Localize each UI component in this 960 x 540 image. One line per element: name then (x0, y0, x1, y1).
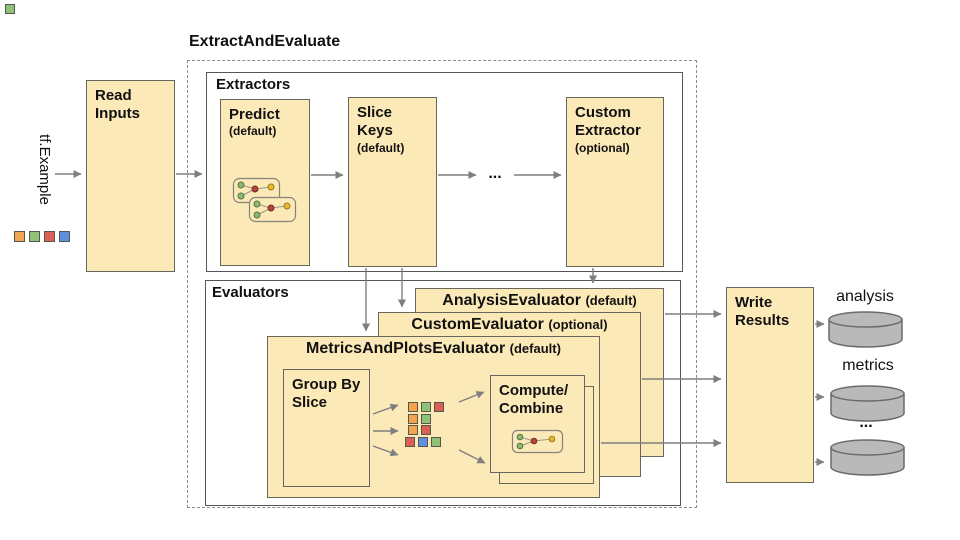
orange-square (408, 402, 418, 412)
metrics-plots-evaluator-title: MetricsAndPlotsEvaluator (default) (306, 340, 561, 357)
slice-row (408, 425, 444, 435)
extractors-label: Extractors (216, 76, 291, 93)
metrics-db-icon (830, 385, 905, 422)
read-inputs-label: Read Inputs (95, 87, 140, 123)
slice-row (408, 413, 444, 424)
red-square (44, 231, 55, 242)
red-square (405, 436, 415, 447)
output-ellipsis: ... (859, 414, 873, 431)
extractor-ellipsis: ... (488, 165, 502, 182)
pipeline-title: ExtractAndEvaluate (189, 33, 341, 50)
corner-marker (5, 4, 15, 14)
slice-keys-box: Slice Keys (default) (348, 97, 437, 267)
compute-combine-label: Compute/ Combine (499, 382, 569, 418)
write-results-label: Write Results (735, 294, 790, 330)
blue-square (59, 231, 70, 242)
predict-box: Predict (default) (220, 99, 310, 266)
red-square (434, 402, 444, 412)
input-squares (14, 231, 70, 242)
predict-graph-icon (232, 177, 297, 223)
orange-square (408, 425, 418, 435)
custom-extractor-box: Custom Extractor (optional) (566, 97, 664, 267)
predict-label: Predict (229, 106, 280, 123)
compute-combine-box: Compute/ Combine (490, 375, 585, 473)
red-square (421, 425, 431, 435)
green-square (431, 436, 441, 447)
orange-square (14, 231, 25, 242)
slice-keys-label: Slice Keys (357, 104, 393, 140)
evaluators-label: Evaluators (212, 284, 289, 301)
custom-extractor-qualifier: (optional) (575, 140, 630, 155)
write-results-box: Write Results (726, 287, 814, 483)
pipeline-dashed-container (187, 60, 697, 508)
slice-row (408, 402, 444, 412)
output-analysis-label: analysis (836, 288, 894, 305)
analysis-evaluator-title: AnalysisEvaluator (default) (442, 292, 637, 309)
blue-square (418, 436, 428, 447)
predict-qualifier: (default) (229, 124, 277, 139)
output-metrics-label: metrics (842, 357, 894, 374)
green-square (421, 413, 431, 424)
tf-example-label: tf.Example (36, 134, 53, 205)
group-by-slice-box: Group By Slice (283, 369, 370, 487)
green-square (29, 231, 40, 242)
read-inputs-box: Read Inputs (86, 80, 175, 272)
extra-db-icon (830, 439, 905, 476)
slice-rows (405, 402, 444, 448)
custom-extractor-label: Custom Extractor (575, 104, 641, 140)
analysis-db-icon (828, 311, 903, 348)
custom-evaluator-title: CustomEvaluator (optional) (411, 316, 608, 333)
green-square (421, 402, 431, 412)
group-by-slice-label: Group By Slice (292, 376, 361, 412)
orange-square (408, 413, 418, 424)
slice-row (405, 436, 444, 447)
slice-keys-qualifier: (default) (357, 140, 405, 155)
compute-graph-icon (511, 429, 564, 454)
